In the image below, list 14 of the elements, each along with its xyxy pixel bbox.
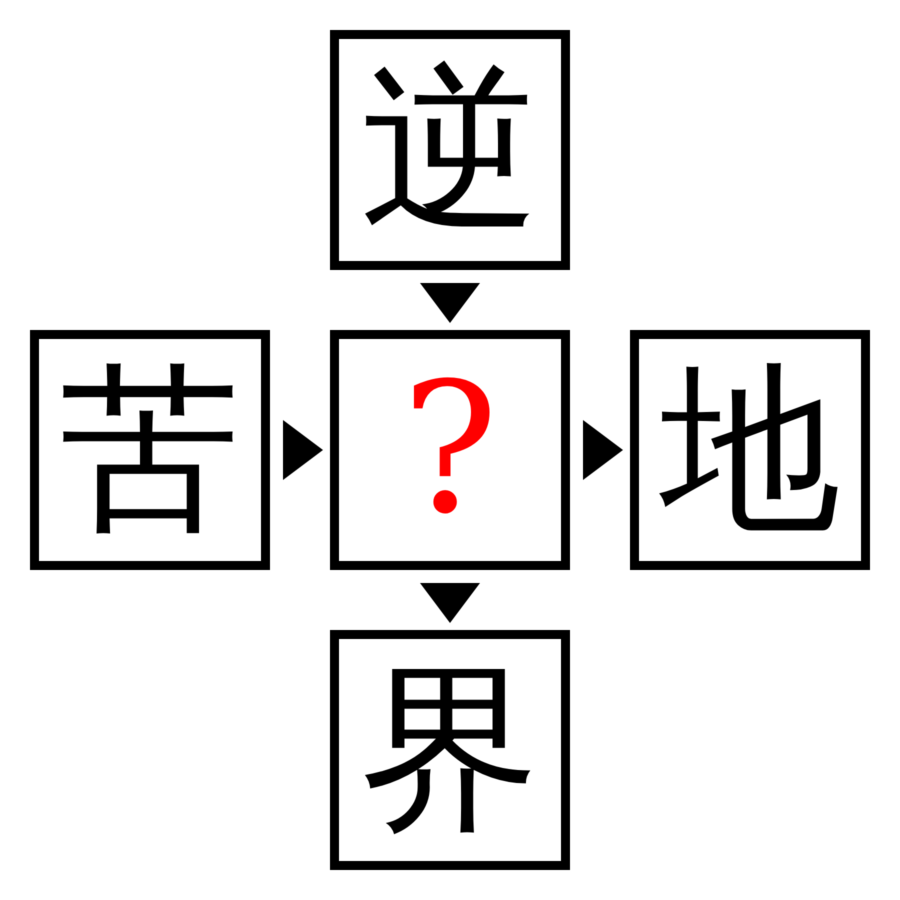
question-mark: ? — [402, 360, 498, 540]
kanji-character: 界 — [360, 660, 540, 840]
kanji-character: 地 — [660, 360, 840, 540]
arrow — [283, 420, 323, 480]
kanji-character: 苦 — [60, 360, 240, 540]
character-box — [30, 330, 270, 570]
kanji-character: 逆 — [360, 60, 540, 240]
character-box — [330, 30, 570, 270]
arrow — [420, 283, 480, 323]
character-box — [330, 330, 570, 570]
character-box — [630, 330, 870, 570]
arrow — [583, 420, 623, 480]
character-box — [330, 630, 570, 870]
arrow — [420, 583, 480, 623]
